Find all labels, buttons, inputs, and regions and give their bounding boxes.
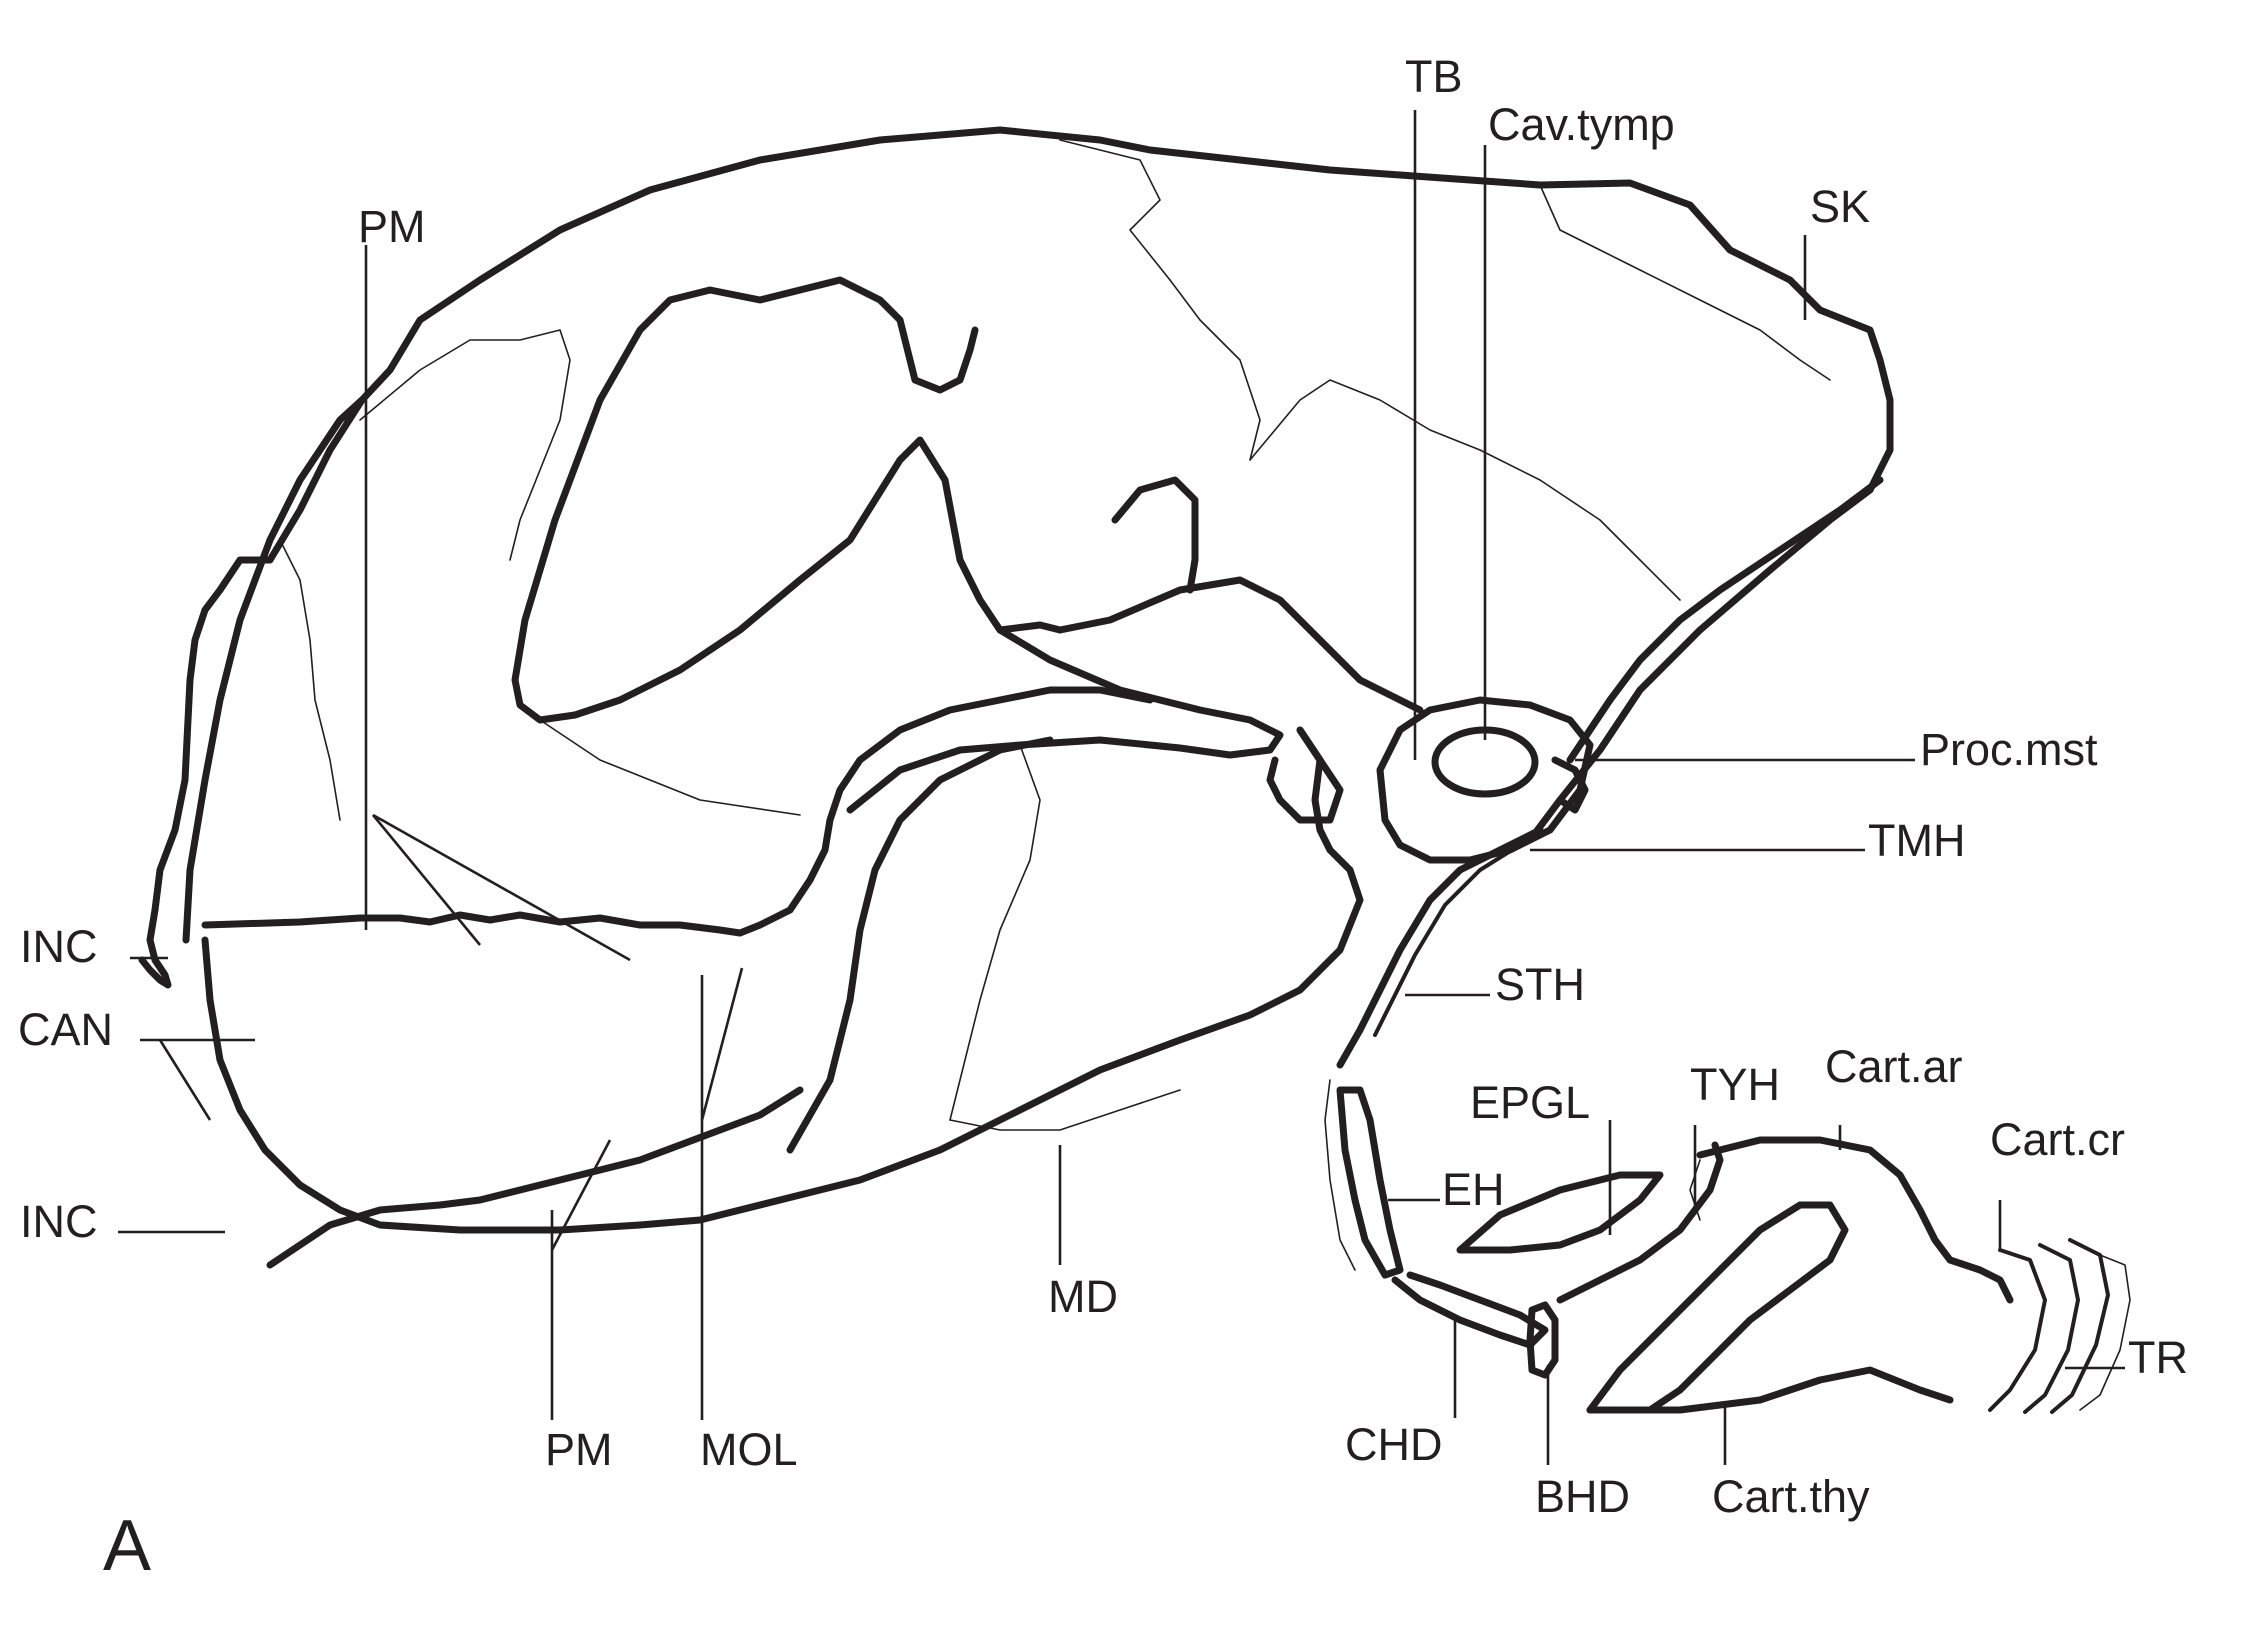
orbit-outline [511, 276, 979, 724]
panel-letter: A [103, 1506, 151, 1586]
suture-lines [279, 139, 2131, 1411]
mandible-condyle [1266, 726, 1344, 824]
pterygoid-process [1111, 476, 1199, 594]
label-mol: MOL [700, 1424, 798, 1475]
label-chd: CHD [1345, 1419, 1443, 1470]
snout-outline [138, 396, 366, 989]
leader-lines [118, 110, 2125, 1465]
label-cart-cr: Cart.cr [1990, 1114, 2125, 1165]
stylohyoid-inner [1373, 843, 1522, 1037]
thyroid-cartilage [1586, 1201, 1849, 1414]
upper-tooth-row [201, 686, 1154, 937]
label-cav-tymp: Cav.tymp [1488, 99, 1675, 150]
ceratohyoid [1391, 1271, 1549, 1349]
tracheal-ring-2 [2050, 1238, 2110, 1414]
label-tb: TB [1405, 51, 1463, 102]
label-tyh: TYH [1690, 1059, 1780, 1110]
label-cart-thy: Cart.thy [1712, 1471, 1870, 1522]
epihyoid [1336, 1086, 1404, 1279]
label-eh: EH [1442, 1164, 1505, 1215]
label-tr: TR [2128, 1332, 2188, 1383]
epiglottis [1456, 1171, 1664, 1254]
label-bhd: BHD [1535, 1471, 1630, 1522]
occipital-ridge [1566, 476, 1884, 764]
skull-dorsal-outline [182, 126, 1894, 944]
label-proc-mst: Proc.mst [1920, 724, 2098, 775]
cricoid-cartilage [1988, 1248, 2047, 1412]
tympanic-bulla [1376, 696, 1594, 864]
label-sth: STH [1495, 959, 1585, 1010]
lower-tooth-row [266, 1086, 804, 1269]
label-can: CAN [18, 1004, 113, 1055]
basihyoid [1526, 1301, 1559, 1379]
label-sk: SK [1810, 181, 1870, 232]
tracheal-ring-1 [2023, 1243, 2080, 1414]
tyh-bar [1556, 1141, 1724, 1304]
label-inc-bottom: INC [20, 1196, 98, 1247]
skull-drawing [138, 126, 2110, 1414]
label-pm-top: PM [358, 201, 426, 252]
label-cart-ar: Cart.ar [1825, 1041, 1963, 1092]
labels: TB Cav.tymp SK PM Proc.mst TMH STH INC C… [18, 51, 2188, 1586]
stylohyoid [1336, 826, 1544, 1069]
postorbital-bar [571, 436, 1064, 719]
mandible-outline [201, 726, 1364, 1234]
mastoid-process [1551, 756, 1589, 814]
zygomatic-arch [846, 626, 1284, 814]
arytenoid-cartilage [1696, 1136, 2014, 1304]
label-inc-top: INC [20, 921, 98, 972]
label-pm-bottom: PM [545, 1424, 613, 1475]
thyroid-body [1586, 1366, 1954, 1414]
label-epgl: EPGL [1470, 1077, 1590, 1128]
label-md: MD [1048, 1271, 1118, 1322]
label-tmh: TMH [1868, 815, 1965, 866]
mandible-coronoid [786, 736, 1054, 1154]
braincase-ventral [1056, 576, 1424, 714]
